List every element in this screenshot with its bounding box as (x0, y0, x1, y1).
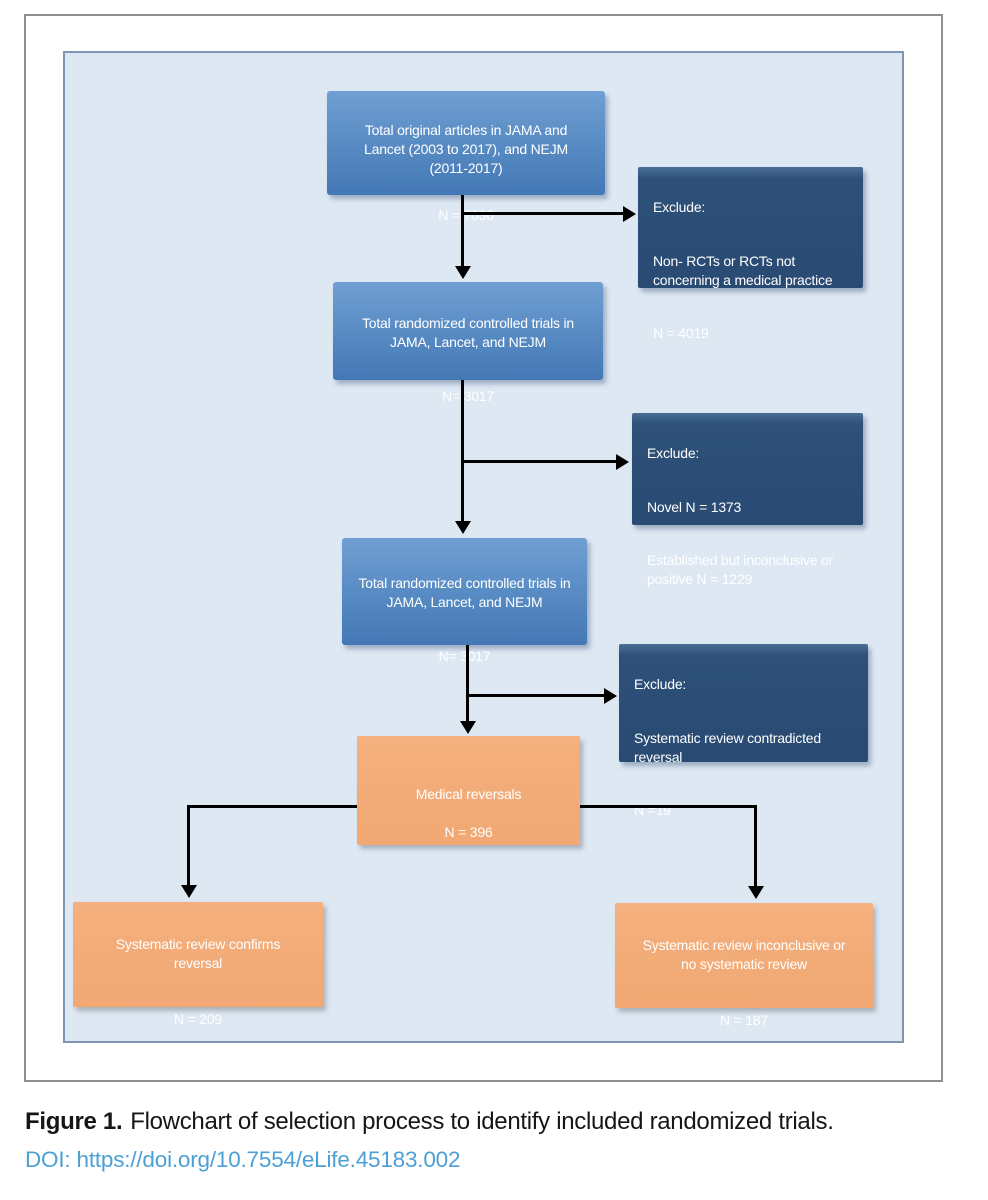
arrow-rcts-to-rcts-line (461, 380, 464, 523)
exclude-label: Exclude: (647, 444, 700, 461)
node-count: N= 3017 (442, 387, 494, 404)
arrow-branch-exclude1-line (461, 212, 624, 215)
arrow-branch-exclude3-line (466, 694, 605, 697)
exclude-box-non-rct: Exclude: Non- RCTs or RCTs not concernin… (638, 167, 863, 341)
exclude-label: Exclude: (634, 675, 687, 692)
node-total-original-articles: Total original articles in JAMA and Lanc… (327, 91, 605, 223)
arrow-left-branch-horizontal (187, 805, 357, 808)
node-title: Total randomized controlled trials in JA… (361, 314, 575, 350)
doi-link[interactable]: DOI: https://doi.org/10.7554/eLife.45183… (25, 1147, 461, 1172)
arrowhead-down-icon (748, 886, 764, 899)
figure-caption-label: Figure 1. (25, 1108, 123, 1135)
node-title: Total randomized controlled trials in JA… (358, 574, 571, 610)
arrow-right-branch-vertical (754, 805, 757, 888)
arrowhead-down-icon (455, 521, 471, 534)
node-medical-reversals: Medical reversals N = 396 (357, 736, 580, 845)
node-count: N = 396 (444, 823, 493, 840)
node-total-rcts-first: Total randomized controlled trials in JA… (333, 282, 603, 404)
node-count: N = 209 (173, 1010, 223, 1027)
figure-caption: Figure 1. Flowchart of selection process … (25, 1107, 965, 1137)
node-title: Systematic review confirms reversal (115, 935, 281, 971)
arrow-branch-exclude2-line (461, 460, 617, 463)
node-review-inconclusive: Systematic review inconclusive or no sys… (615, 903, 873, 1028)
node-count: N= 3017 (438, 647, 491, 664)
arrow-right-branch-horizontal (580, 805, 757, 808)
arrowhead-right-icon (604, 688, 617, 704)
node-count: N = 187 (719, 1011, 769, 1028)
exclude-box-contradicted-reversal: Exclude: Systematic review contradicted … (619, 644, 868, 818)
exclude-box-novel: Exclude: Novel N = 1373 Established but … (632, 413, 863, 587)
node-review-confirms-reversal: Systematic review confirms reversal N = … (73, 902, 323, 1027)
exclude-reason: Novel N = 1373 (647, 498, 742, 515)
exclude-label: Exclude: (653, 198, 706, 215)
arrowhead-right-icon (616, 454, 629, 470)
node-title: Total original articles in JAMA and Lanc… (364, 121, 568, 176)
arrowhead-down-icon (181, 885, 197, 898)
arrow-rcts-to-reversals-line (466, 645, 469, 723)
node-title: Medical reversals (415, 785, 522, 802)
arrowhead-down-icon (460, 721, 476, 734)
node-total-rcts-second: Total randomized controlled trials in JA… (342, 538, 587, 664)
exclude-reason: Established but inconclusive or positive… (647, 552, 834, 588)
arrow-articles-to-rcts-line (461, 195, 464, 268)
node-title: Systematic review inconclusive or no sys… (642, 936, 846, 972)
arrowhead-right-icon (623, 206, 636, 222)
exclude-reason: Systematic review contradicted reversal (634, 729, 821, 765)
arrowhead-down-icon (455, 266, 471, 279)
exclude-count: N = 4019 (653, 325, 709, 342)
node-count: N = 7036 (438, 207, 494, 224)
arrow-left-branch-vertical (187, 805, 190, 887)
exclude-reason: Non- RCTs or RCTs not concerning a medic… (653, 252, 833, 288)
figure-caption-text: Flowchart of selection process to identi… (130, 1108, 834, 1135)
